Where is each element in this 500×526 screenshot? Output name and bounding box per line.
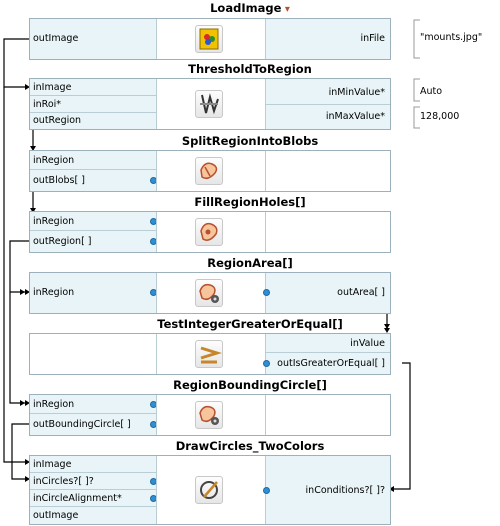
port-in-region[interactable]: inRegion — [30, 151, 156, 170]
region-area-icon — [195, 279, 223, 307]
test-block[interactable]: inValue outIsGreaterOrEqual[ ] — [29, 333, 391, 375]
port-out-image[interactable]: outImage — [33, 510, 79, 521]
port-in-value[interactable]: inValue — [266, 334, 390, 353]
port-in-max-value[interactable]: inMaxValue* — [325, 111, 385, 122]
in-max-value: 128,000 — [420, 111, 460, 122]
test-title: TestIntegerGreaterOrEqual[] — [157, 317, 343, 331]
split-title: SplitRegionIntoBlobs — [181, 134, 319, 148]
loadimage-title: LoadImage ▾ — [210, 1, 290, 15]
in-min-value: Auto — [420, 86, 443, 97]
port-in-region[interactable]: inRegion — [30, 212, 156, 231]
bbox-block[interactable]: inRegion outBoundingCircle[ ] — [29, 394, 391, 436]
port-in-conditions[interactable]: inConditions?[ ]? — [305, 485, 385, 496]
draw-circles-icon — [195, 476, 223, 504]
port-in-image[interactable]: inImage — [30, 456, 156, 473]
port-out-region[interactable]: outRegion[ ] — [33, 236, 92, 247]
port-in-file[interactable]: inFile — [360, 33, 385, 44]
area-block[interactable]: inRegion outArea[ ] — [29, 272, 391, 314]
fill-block[interactable]: inRegion outRegion[ ] — [29, 211, 391, 253]
port-in-image[interactable]: inImage — [30, 79, 156, 96]
port-in-region[interactable]: inRegion — [30, 395, 156, 414]
area-title: RegionArea[] — [207, 256, 293, 270]
port-in-roi[interactable]: inRoi* — [30, 96, 156, 113]
port-in-min-value[interactable]: inMinValue* — [266, 81, 390, 105]
draw-block[interactable]: inImage inCircles?[ ]? inCircleAlignment… — [29, 455, 391, 525]
port-out-blobs[interactable]: outBlobs[ ] — [33, 175, 85, 186]
in-file-value: "mounts.jpg" — [420, 32, 483, 43]
fill-title: FillRegionHoles[] — [194, 195, 306, 209]
threshold-icon — [195, 90, 223, 118]
port-out-area[interactable]: outArea[ ] — [337, 287, 385, 298]
port-in-circles[interactable]: inCircles?[ ]? — [30, 473, 156, 490]
draw-title: DrawCircles_TwoColors — [175, 439, 325, 453]
loadimage-block[interactable]: outImage inFile — [29, 18, 391, 60]
split-block[interactable]: inRegion outBlobs[ ] — [29, 150, 391, 192]
threshold-title: ThresholdToRegion — [188, 62, 312, 76]
test-compare-icon — [195, 340, 223, 368]
bbox-title: RegionBoundingCircle[] — [173, 378, 327, 392]
image-file-icon — [195, 25, 223, 53]
fill-holes-icon — [195, 218, 223, 246]
port-in-region[interactable]: inRegion — [33, 287, 75, 298]
bounding-circle-icon — [195, 401, 223, 429]
split-blobs-icon — [195, 157, 223, 185]
threshold-block[interactable]: inImage inRoi* outRegion inMinValue* inM… — [29, 78, 391, 130]
port-out-image[interactable]: outImage — [33, 33, 79, 44]
port-in-circle-alignment[interactable]: inCircleAlignment* — [30, 490, 156, 507]
port-out-bounding-circle[interactable]: outBoundingCircle[ ] — [33, 419, 131, 430]
port-out-region[interactable]: outRegion — [33, 115, 82, 126]
port-out-is-greater-or-equal[interactable]: outIsGreaterOrEqual[ ] — [277, 358, 385, 369]
